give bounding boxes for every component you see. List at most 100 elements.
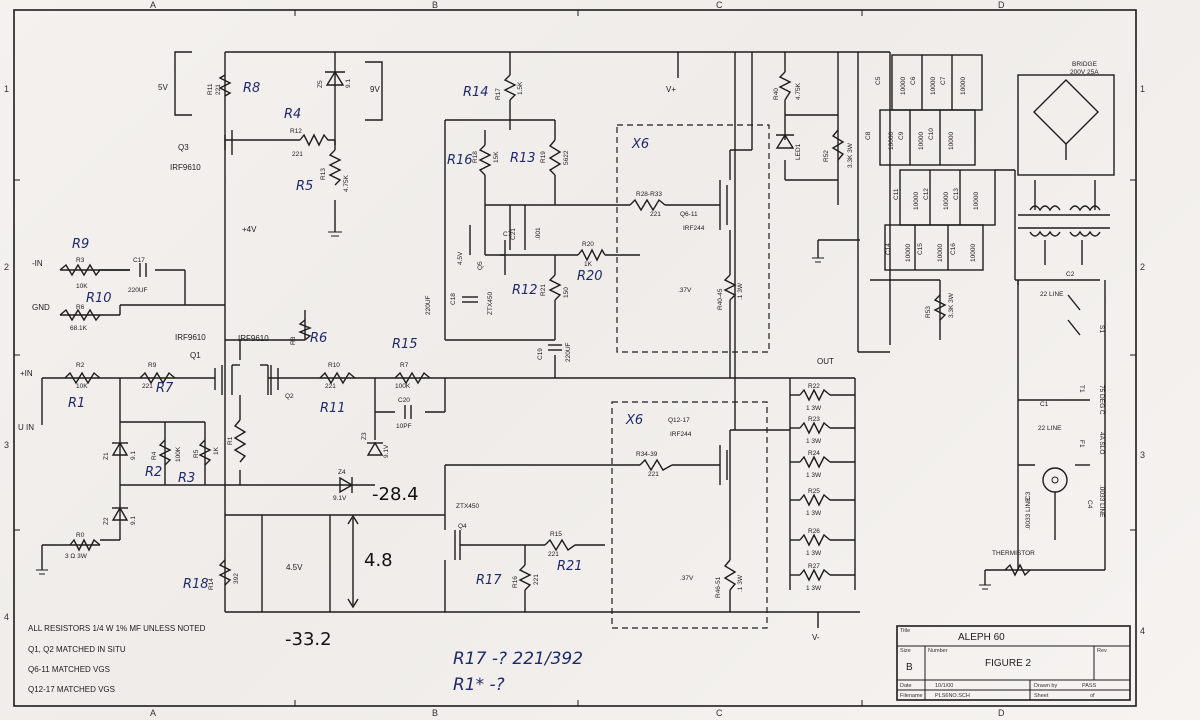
- semiconductor-symbols: [111, 70, 795, 560]
- label-gnd: GND: [32, 303, 50, 312]
- label-r0: R0: [76, 532, 85, 539]
- label-r19-value: 5622: [563, 150, 570, 165]
- zone-row-4-right: 4: [1140, 626, 1145, 636]
- label-c7-bank-value: 10000: [960, 77, 967, 95]
- label-r18-value: 15K: [493, 151, 500, 163]
- label-r26: R26: [808, 528, 820, 535]
- title-block: Title ALEPH 60 Size B Number FIGURE 2 Re…: [896, 625, 1131, 701]
- label-r40-45-value: .1 3W: [737, 282, 744, 300]
- label-r7: R7: [400, 362, 409, 369]
- drawing-frame: [13, 9, 1137, 707]
- label-r9: R9: [148, 362, 157, 369]
- label-led1: LED1: [795, 143, 802, 160]
- label-r5-value: 1K: [213, 446, 220, 455]
- label-r20: R20: [582, 241, 594, 248]
- resistor-symbols: [59, 71, 947, 591]
- label-c2-value: 22 LINE: [1040, 291, 1064, 298]
- hand-r6: R6: [310, 331, 327, 346]
- zone-col-b-top: B: [432, 0, 438, 10]
- label-r53: R53: [925, 306, 932, 318]
- label-r25: R25: [808, 488, 820, 495]
- label-r17-value: 1.5K: [517, 81, 524, 95]
- hand-r7: R7: [156, 381, 174, 396]
- handwritten-annotations: R8 R4 R5 R9 R10 R1 R7 R2 R3 R6 R15 R11 R…: [68, 81, 649, 695]
- label-r4: R4: [151, 451, 158, 460]
- label-z1-value: 9.1: [130, 451, 137, 460]
- label-z5: Z5: [317, 80, 324, 88]
- label-r21: R21: [540, 284, 547, 296]
- label-plus-in: +IN: [20, 369, 33, 378]
- label-c1-value: 22 LINE: [1038, 425, 1062, 432]
- tb-date-value: 10/1/00: [935, 683, 953, 689]
- x6-upper-output-group: [616, 124, 770, 353]
- zone-row-3-right: 3: [1140, 450, 1145, 460]
- label-9v: 9V: [370, 85, 380, 94]
- label-c14: C14: [885, 243, 892, 255]
- label-r9-value: 221: [142, 383, 153, 390]
- label-c4: C4: [1086, 500, 1093, 509]
- label-r8: R8: [290, 336, 297, 345]
- label-c6-value: 10000: [930, 77, 937, 95]
- label-c9: C9: [898, 131, 905, 140]
- label-q12-part: IRF244: [670, 431, 692, 438]
- label-c4-value: .0033 LINE: [1098, 485, 1105, 518]
- label-c16: C16: [950, 243, 957, 255]
- label-t1: T1: [1078, 385, 1085, 393]
- label-c18-value: 220UF: [425, 295, 432, 315]
- label-z2-value: 9.1: [130, 516, 137, 525]
- hand-r18: R18: [183, 577, 209, 592]
- label-f1-value: 4A SLO: [1098, 432, 1105, 454]
- zone-col-c-bottom: C: [716, 708, 723, 718]
- zone-col-d-top: D: [998, 0, 1005, 10]
- label-out: OUT: [817, 357, 834, 366]
- tb-sheet-value: of: [1090, 693, 1095, 699]
- zone-col-a-bottom: A: [150, 708, 156, 718]
- tb-filename-value: PLS6NO.SCH: [935, 693, 970, 699]
- hand-r8: R8: [243, 81, 260, 96]
- label-r28-value: 221: [650, 211, 661, 218]
- label-r22: R22: [808, 383, 820, 390]
- note-q6-11: Q6-11 MATCHED VGS: [28, 665, 110, 674]
- zone-row-1-right: 1: [1140, 84, 1145, 94]
- label-r52-value: 3.3K 3W: [847, 142, 854, 168]
- tb-title: ALEPH 60: [958, 632, 1005, 643]
- label-r4-value: 100K: [175, 446, 182, 462]
- label-c15: C15: [917, 243, 924, 255]
- label-c9-value: 10000: [918, 132, 925, 150]
- hand-r5: R5: [296, 179, 313, 194]
- label-q2: Q2: [285, 393, 294, 400]
- hand-r9: R9: [72, 237, 89, 252]
- tb-rev-label: Rev: [1097, 648, 1107, 654]
- label-q1: Q1: [190, 351, 201, 360]
- label-q2-part: IRF9610: [238, 334, 269, 343]
- label-z4: Z4: [338, 469, 346, 476]
- tb-filename-label: Filename: [900, 693, 923, 699]
- zone-col-c-top: C: [716, 0, 723, 10]
- tb-date-label: Date: [900, 683, 912, 689]
- label-minus-in: -IN: [32, 259, 43, 268]
- zone-row-3-left: 3: [4, 440, 9, 450]
- tb-title-label: Title: [900, 628, 910, 634]
- label-r11-value: 221: [215, 84, 222, 95]
- label-r28: R28-R33: [636, 191, 662, 198]
- label-r20-value: 1K: [584, 261, 593, 268]
- label-r3-value: 10K: [76, 283, 88, 290]
- label-37v-lower: .37V: [680, 575, 694, 582]
- label-z2: Z2: [103, 517, 110, 525]
- label-bridge: BRIDGE: [1072, 61, 1098, 68]
- label-c12-value: 10000: [943, 192, 950, 210]
- iec-inlet-symbol: [1042, 467, 1068, 493]
- label-r34: R34-39: [636, 451, 658, 458]
- label-q3: Q3: [178, 143, 189, 152]
- label-z3: Z3: [361, 432, 368, 440]
- zone-col-d-bottom: D: [998, 708, 1005, 718]
- hand-r21: R21: [557, 559, 583, 574]
- label-c7-small: C7: [503, 231, 512, 238]
- label-q6-part: IRF244: [683, 225, 705, 232]
- zone-row-2-right: 2: [1140, 262, 1145, 272]
- label-r53-value: 3.3K 3W: [948, 292, 955, 318]
- label-c21: C21: [510, 228, 517, 240]
- label-q5: Q5: [477, 261, 484, 270]
- note-q1-q2: Q1, Q2 MATCHED IN SITU: [28, 645, 126, 654]
